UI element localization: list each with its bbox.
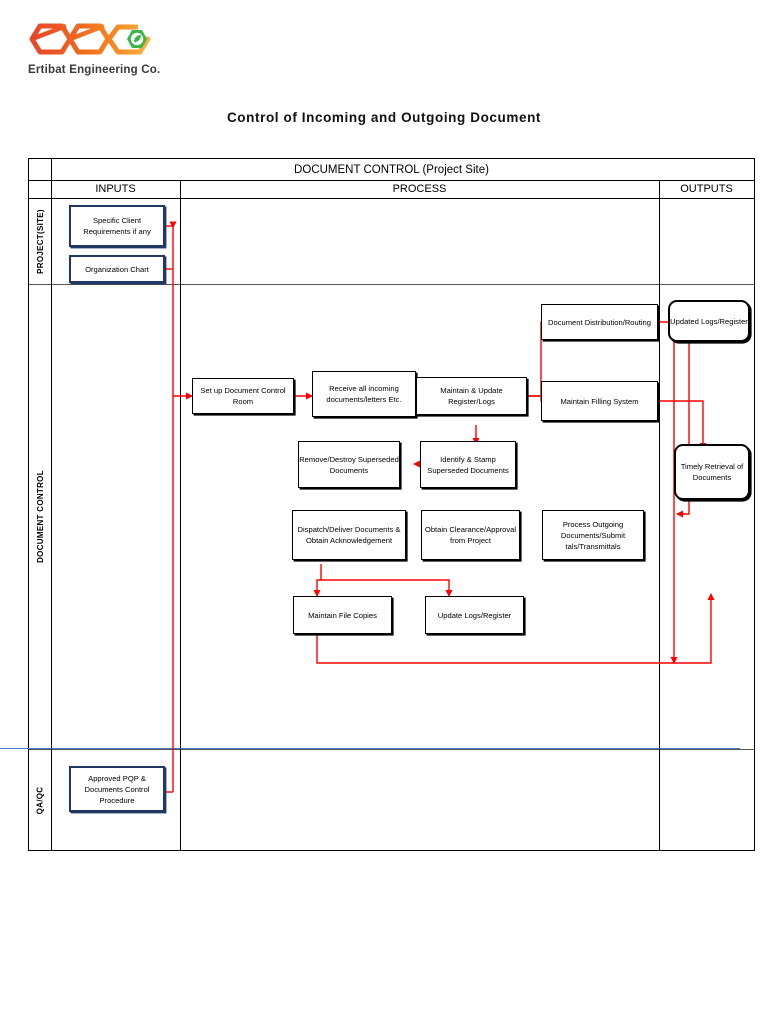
process-identify-stamp-superseded[interactable]: Identify & Stamp Superseded Documents — [420, 441, 516, 488]
process-receive-all-incoming-documents-label: Receive all incoming documents/letters E… — [326, 384, 402, 404]
lane-label-qa-qc-text: QA/QC — [35, 786, 45, 814]
process-update-logs-register[interactable]: Update Logs/Register — [425, 596, 524, 634]
company-logo: Ertibat Engineering Co. — [26, 18, 186, 88]
divider-process-outputs — [659, 180, 660, 851]
process-identify-stamp-superseded-label: Identify & Stamp Superseded Documents — [427, 454, 509, 475]
input-approved-pqp[interactable]: Approved PQP & Documents Control Procedu… — [69, 766, 165, 812]
process-process-outgoing-documents-label: Process Outgoing Documents/Submit tals/T… — [560, 519, 626, 551]
input-organization-chart[interactable]: Organization Chart — [69, 255, 165, 283]
process-receive-all-incoming-documents[interactable]: Receive all incoming documents/letters E… — [312, 371, 416, 417]
process-set-up-document-control-room[interactable]: Set up Document Control Room — [192, 378, 294, 414]
blue-separator-line — [0, 748, 740, 749]
output-updated-logs-register-label: Updated Logs/Register — [670, 316, 748, 326]
process-remove-destroy-superseded-label: Remove/Destroy Superseded Documents — [299, 454, 399, 475]
process-dispatch-deliver-documents-label: Dispatch/Deliver Documents & Obtain Ackn… — [297, 525, 401, 545]
process-update-logs-register-label: Update Logs/Register — [437, 610, 512, 620]
divider-inputs-process — [180, 180, 181, 851]
column-header-outputs: OUTPUTS — [680, 183, 733, 195]
process-maintain-filling-system-label: Maintain Filling System — [560, 396, 639, 406]
banner-document-control: DOCUMENT CONTROL (Project Site) — [294, 163, 489, 176]
process-document-distribution-routing-label: Document Distribution/Routing — [548, 317, 651, 327]
process-maintain-file-copies[interactable]: Maintain File Copies — [293, 596, 392, 634]
process-obtain-clearance-approval-label: Obtain Clearance/Approval from Project — [424, 525, 517, 545]
lane-label-project-site: PROJECT(SITE) — [29, 198, 51, 284]
page-title: Control of Incoming and Outgoing Documen… — [226, 110, 542, 125]
divider-lane-label-col — [51, 159, 52, 851]
process-map-frame: DOCUMENT CONTROL (Project Site) INPUTS P… — [28, 158, 755, 851]
company-name: Ertibat Engineering Co. — [28, 64, 161, 76]
process-obtain-clearance-approval[interactable]: Obtain Clearance/Approval from Project — [421, 510, 520, 560]
output-timely-retrieval-of-documents[interactable]: Timely Retrieval of Documents — [674, 444, 750, 500]
column-header-row: INPUTS PROCESS OUTPUTS — [29, 180, 754, 198]
divider-banner — [29, 180, 754, 181]
input-organization-chart-label: Organization Chart — [85, 264, 149, 274]
process-maintain-update-register-logs[interactable]: Maintain & Update Register/Logs — [416, 377, 527, 415]
divider-lane-project — [29, 284, 754, 285]
lane-label-project-site-text: PROJECT(SITE) — [35, 208, 45, 274]
column-header-inputs: INPUTS — [95, 183, 136, 195]
lane-label-document-control-text: DOCUMENT CONTROL — [35, 470, 45, 563]
column-header-process: PROCESS — [392, 183, 447, 195]
input-specific-client-requirements-label: Specific Client Requirements if any — [83, 216, 151, 236]
lane-label-document-control: DOCUMENT CONTROL — [29, 284, 51, 749]
logo-mark-icon — [29, 23, 151, 55]
process-maintain-filling-system[interactable]: Maintain Filling System — [541, 381, 658, 421]
output-timely-retrieval-of-documents-label: Timely Retrieval of Documents — [680, 462, 744, 482]
divider-column-header — [29, 198, 754, 199]
process-set-up-document-control-room-label: Set up Document Control Room — [200, 386, 286, 406]
process-maintain-file-copies-label: Maintain File Copies — [308, 610, 377, 620]
process-remove-destroy-superseded[interactable]: Remove/Destroy Superseded Documents — [298, 441, 400, 488]
input-approved-pqp-label: Approved PQP & Documents Control Procedu… — [84, 773, 150, 805]
process-maintain-update-register-logs-label: Maintain & Update Register/Logs — [440, 386, 503, 406]
process-process-outgoing-documents[interactable]: Process Outgoing Documents/Submit tals/T… — [542, 510, 644, 560]
lane-label-qa-qc: QA/QC — [29, 749, 51, 851]
divider-lane-doccontrol — [29, 749, 754, 750]
output-updated-logs-register[interactable]: Updated Logs/Register — [668, 300, 750, 342]
process-document-distribution-routing[interactable]: Document Distribution/Routing — [541, 304, 658, 340]
process-dispatch-deliver-documents[interactable]: Dispatch/Deliver Documents & Obtain Ackn… — [292, 510, 406, 560]
input-specific-client-requirements[interactable]: Specific Client Requirements if any — [69, 205, 165, 247]
